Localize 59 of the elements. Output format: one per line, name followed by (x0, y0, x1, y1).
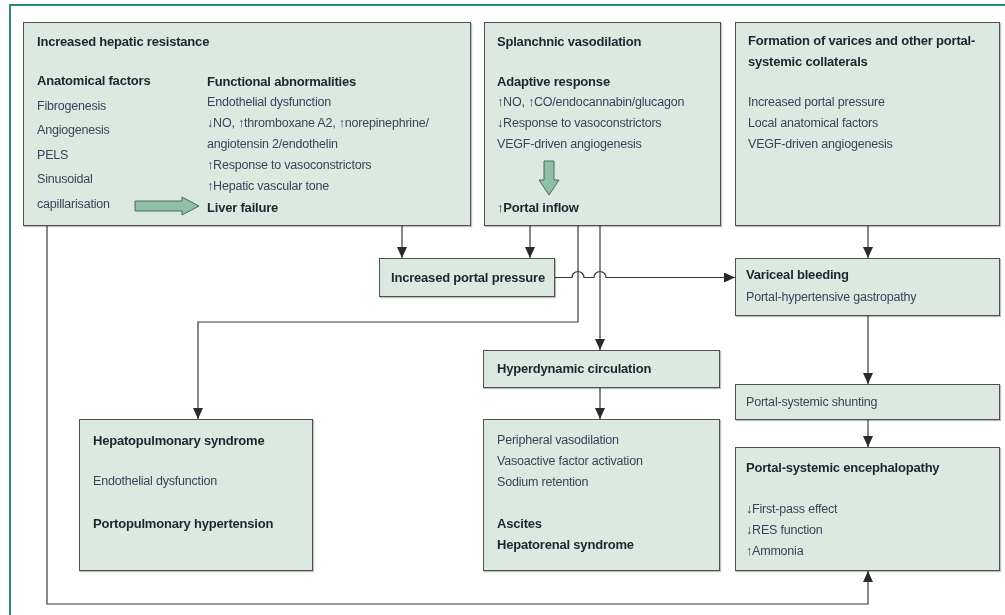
body-text: Endothelial dysfunction (207, 94, 332, 111)
section-heading: ↑Portal inflow (497, 199, 580, 217)
section-heading: Adaptive response (497, 73, 611, 91)
body-text: Endothelial dysfunction (93, 473, 218, 490)
section-heading: Liver failure (207, 199, 280, 217)
body-text: Angiogenesis (37, 122, 111, 139)
process-box (483, 419, 720, 571)
body-text: Portal-systemic shunting (746, 394, 879, 411)
process-box (735, 258, 1000, 316)
body-text: ↓Response to vasoconstrictors (497, 115, 663, 132)
section-heading: Anatomical factors (37, 72, 152, 90)
body-text: ↓NO, ↑thromboxane A2, ↑norepinephrine/ angiotensin 2/endothelin (207, 115, 430, 153)
body-text: Fibrogenesis (37, 97, 108, 115)
box-title: Variceal bleeding (746, 266, 850, 284)
arrow (595, 225, 605, 351)
arrow (554, 270, 736, 283)
arrow (193, 225, 579, 420)
box-title: Increased portal pressure (391, 268, 546, 287)
box-title: Splanchnic vasodilation (497, 33, 643, 51)
body-text: ↓RES function (746, 522, 824, 539)
section-heading: Hepatorenal syndrome (497, 536, 635, 554)
process-box (735, 447, 1000, 571)
box-title: Hepatopulmonary syndrome (93, 432, 266, 450)
box-title: Formation of varices and other portal-systemic collaterals (748, 32, 977, 71)
process-box (483, 350, 720, 388)
body-text: PELS (37, 146, 70, 164)
process-box (484, 22, 721, 226)
process-box (735, 22, 1000, 226)
box-title: Portal-systemic encephalopathy (746, 459, 941, 477)
body-text: Peripheral vasodilation (497, 432, 620, 449)
arrow (863, 225, 873, 259)
body-text: Vasoactive factor activation (497, 453, 644, 470)
body-text: ↑Response to vasoconstrictors (207, 157, 373, 174)
arrow (595, 387, 605, 420)
body-text: ↑Ammonia (746, 543, 805, 560)
section-heading: Functional abnormalities (207, 73, 358, 91)
process-box (379, 258, 555, 297)
arrow (863, 419, 873, 448)
arrow (525, 225, 535, 259)
process-box (23, 22, 471, 226)
body-text: VEGF-driven angiogenesis (497, 136, 643, 153)
arrow (46, 225, 873, 605)
body-text: ↑NO, ↑CO/endocannabin/glucagon (497, 94, 686, 111)
body-text: ↓First-pass effect (746, 501, 839, 518)
body-text: Sinusoidal capillarisation (37, 171, 111, 213)
section-heading: Portopulmonary hypertension (93, 515, 275, 533)
arrow (397, 225, 407, 259)
body-text: Portal-hypertensive gastropathy (746, 289, 918, 306)
body-text: Sodium retention (497, 474, 590, 491)
body-text: Increased portal pressure (748, 94, 886, 111)
body-text: ↑Hepatic vascular tone (207, 178, 331, 195)
process-box (735, 384, 1000, 420)
box-title: Increased hepatic resistance (37, 33, 211, 51)
section-heading: Ascites (497, 515, 543, 533)
body-text: Local anatomical factors (748, 115, 879, 132)
box-title: Hyperdynamic circulation (497, 360, 653, 378)
body-text: VEGF-driven angiogenesis (748, 136, 894, 153)
arrow (863, 315, 873, 385)
process-box (79, 419, 313, 571)
